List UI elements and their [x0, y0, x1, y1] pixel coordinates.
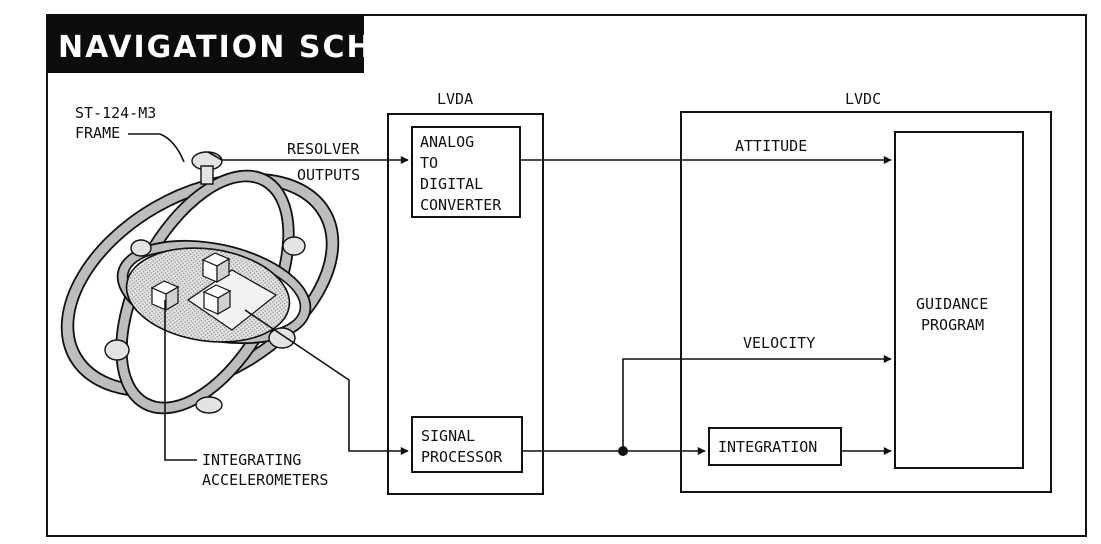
adc-line-2: TO: [420, 154, 438, 172]
lvda-title: LVDA: [437, 90, 473, 108]
gimbal-pivots: [104, 151, 306, 414]
guidance-program-box: [894, 131, 1024, 469]
integration-label: INTEGRATION: [718, 438, 817, 456]
resolver-label-line2: OUTPUTS: [297, 166, 360, 184]
accelerometer-cube-3: [202, 284, 232, 316]
frame-leader-line: [128, 133, 185, 163]
integration-box: [708, 427, 842, 466]
resolver-outputs-line: [207, 151, 409, 164]
adc-line-1: ANALOG: [420, 133, 474, 151]
accel-leader-line: [164, 300, 197, 461]
accelerometer-cube-2: [150, 280, 180, 312]
adc-line-3: DIGITAL: [420, 175, 483, 193]
lvdc-title: LVDC: [845, 90, 881, 108]
accelerometer-cube-1: [201, 252, 231, 284]
st-124-m3-platform-illustration: [60, 151, 340, 415]
accel-label-line1: INTEGRATING: [202, 451, 301, 469]
accel-label-line2: ACCELEROMETERS: [202, 471, 328, 489]
velocity-label: VELOCITY: [743, 334, 815, 352]
signal-processor-line-2: PROCESSOR: [421, 448, 503, 466]
frame-label-line2: FRAME: [75, 124, 120, 142]
title-banner: NAVIGATION SCHEME: [47, 15, 450, 73]
frame-label-line1: ST-124-M3: [75, 104, 156, 122]
signal-processor-line-1: SIGNAL: [421, 427, 475, 445]
signal-processor-box: [411, 416, 523, 473]
accelerometer-signal-line: [244, 309, 409, 455]
guidance-line-2: PROGRAM: [921, 316, 984, 334]
outer-frame: [46, 14, 1087, 537]
page-title: NAVIGATION SCHEME: [58, 30, 450, 65]
guidance-line-1: GUIDANCE: [916, 295, 988, 313]
attitude-label: ATTITUDE: [735, 137, 807, 155]
resolver-label-line1: RESOLVER: [287, 140, 360, 158]
velocity-line: [622, 355, 892, 451]
analog-to-digital-converter-box: [411, 126, 521, 218]
adc-line-4: CONVERTER: [420, 196, 502, 214]
